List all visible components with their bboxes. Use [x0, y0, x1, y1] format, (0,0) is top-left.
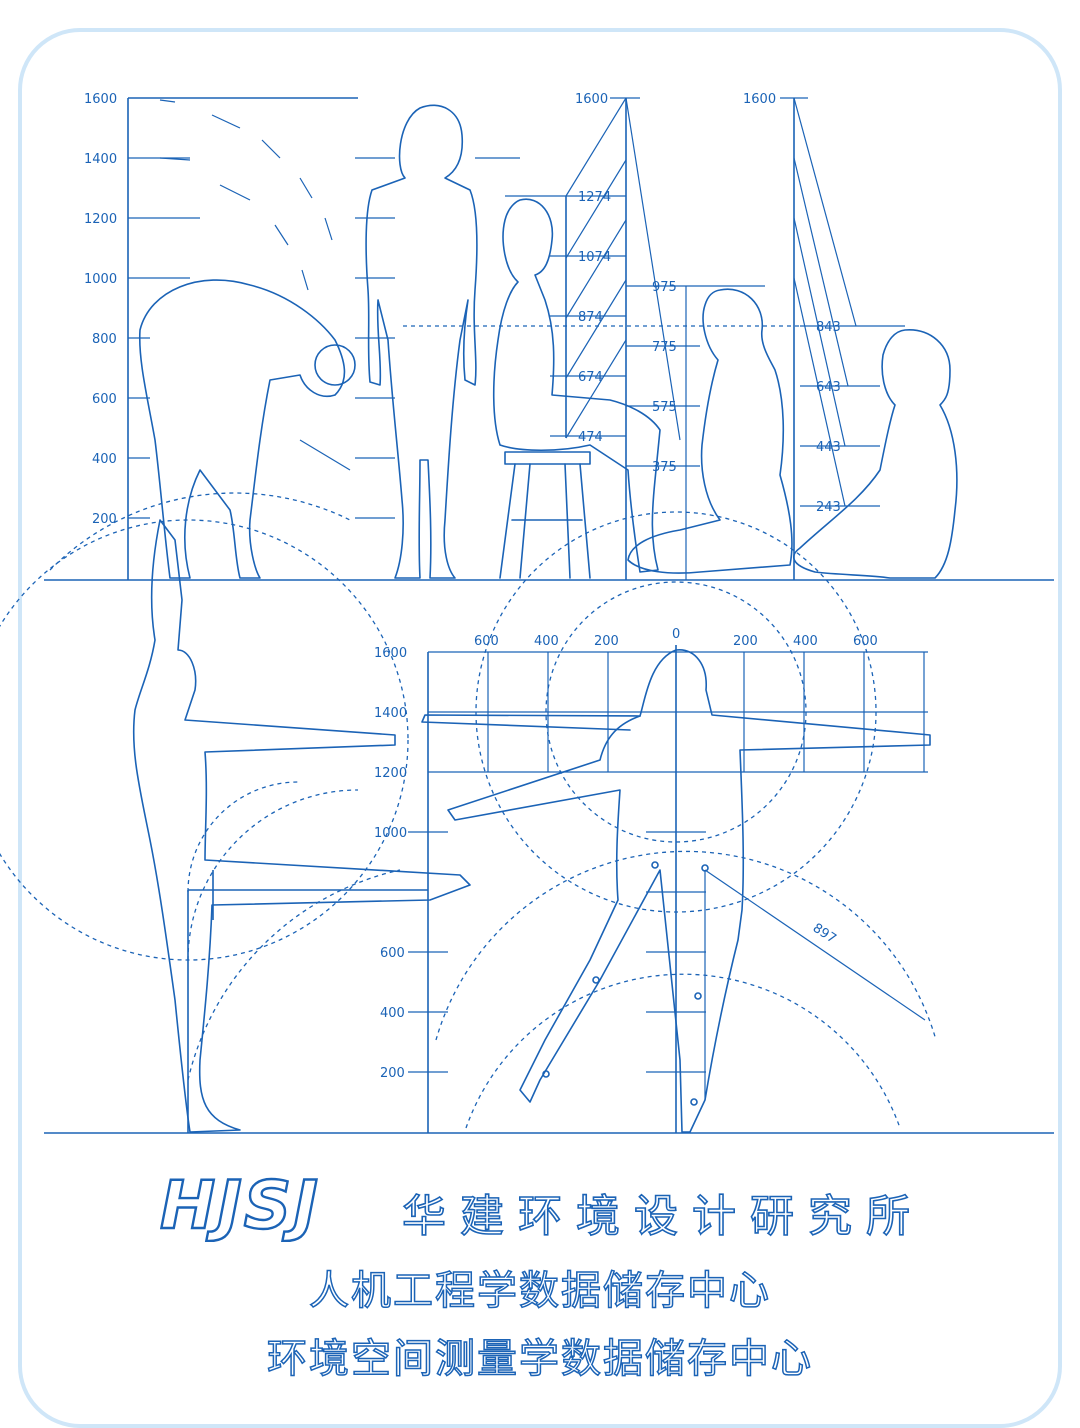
bottom-tick-label: 400 — [380, 1006, 405, 1021]
floor-mark: 443 — [816, 440, 841, 455]
top-tick-zero: 0 — [672, 627, 680, 642]
sitting-mark: 674 — [578, 370, 603, 385]
col1-top-label: 1600 — [575, 92, 608, 107]
footer-line-2: 环境空间测量学数据储存中心 — [266, 1335, 813, 1383]
stool-sitting-figure — [492, 198, 661, 579]
bottom-tick-label: 1400 — [374, 706, 407, 721]
floor-sitting-figure — [792, 329, 958, 579]
frame-card — [18, 28, 1062, 1428]
kneeling-mark: 975 — [652, 280, 677, 295]
kneeling-scale — [626, 285, 765, 580]
tick-label: 1600 — [84, 92, 117, 107]
tick-label: 1000 — [84, 272, 117, 287]
front-spread-figure — [421, 649, 931, 1133]
sitting-scale — [505, 97, 681, 580]
floor-sitting-scale — [403, 97, 905, 580]
tick-label: 800 — [92, 332, 117, 347]
bottom-tick-label: 200 — [380, 1066, 405, 1081]
kneeling-figure — [627, 288, 793, 574]
side-stretch-figure — [132, 519, 471, 1133]
floor-mark: 843 — [816, 320, 841, 335]
bottom-tick-label: 1000 — [374, 826, 407, 841]
sitting-mark: 1074 — [578, 250, 611, 265]
hjsj-logo: HJSJ — [160, 1172, 320, 1242]
col2-top-label: 1600 — [743, 92, 776, 107]
anthropometric-diagram: 1600 1400 1200 1000 800 600 400 200 1600… — [0, 92, 1054, 1134]
top-tick-label: 600 — [853, 634, 878, 649]
tick-label: 400 — [92, 452, 117, 467]
sitting-mark: 474 — [578, 430, 603, 445]
bend-reach-arcs — [159, 99, 351, 471]
floor-mark: 243 — [816, 500, 841, 515]
top-left-ticks — [128, 157, 520, 519]
top-tick-label: 400 — [534, 634, 559, 649]
logo-text: HJSJ — [160, 1172, 320, 1242]
kneeling-mark: 575 — [652, 400, 677, 415]
top-tick-label: 400 — [793, 634, 818, 649]
floor-mark: 643 — [816, 380, 841, 395]
bending-figure — [138, 279, 356, 579]
reach-arcs — [0, 492, 937, 1129]
top-tick-label: 200 — [594, 634, 619, 649]
tick-label: 1400 — [84, 152, 117, 167]
footer-line-1: 人机工程学数据储存中心 — [308, 1267, 771, 1315]
sitting-mark: 874 — [578, 310, 603, 325]
bottom-tick-label: 600 — [380, 946, 405, 961]
top-tick-label: 600 — [474, 634, 499, 649]
tick-label: 200 — [92, 512, 117, 527]
top-tick-label: 200 — [733, 634, 758, 649]
bottom-tick-label: 1600 — [374, 646, 407, 661]
tick-label: 600 — [92, 392, 117, 407]
kneeling-mark: 775 — [652, 340, 677, 355]
org-name: 华建环境设计研究所 — [401, 1190, 924, 1243]
leg-reach-label: 897 — [810, 921, 839, 947]
bottom-grid — [408, 645, 928, 1133]
tick-label: 1200 — [84, 212, 117, 227]
kneeling-mark: 375 — [652, 460, 677, 475]
standing-figure — [365, 104, 478, 579]
sitting-mark: 1274 — [578, 190, 611, 205]
bottom-tick-label: 1200 — [374, 766, 407, 781]
